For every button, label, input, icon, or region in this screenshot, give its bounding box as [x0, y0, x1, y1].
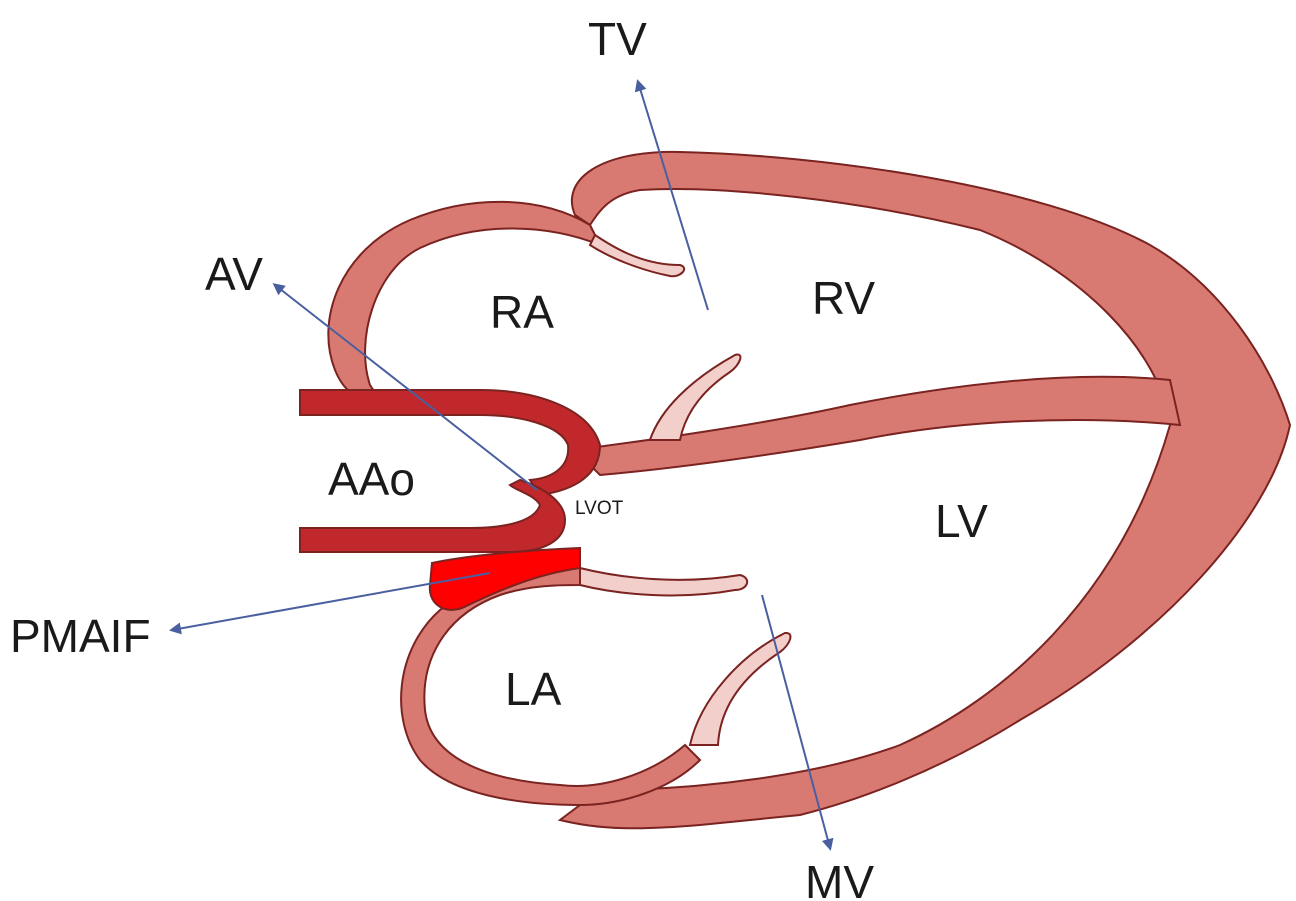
label-pmaif: PMAIF [10, 610, 151, 662]
label-aao: AAo [328, 453, 415, 505]
ra-wall [328, 202, 600, 400]
label-ra: RA [490, 286, 554, 338]
mitral-leaflet-posterior [690, 633, 790, 745]
label-lvot: LVOT [575, 498, 624, 519]
label-tv: TV [588, 13, 647, 65]
label-la: LA [505, 663, 562, 715]
outer-heart-wall [560, 152, 1290, 828]
label-mv: MV [805, 856, 874, 901]
mitral-leaflet-anterior [580, 568, 747, 595]
label-av: AV [205, 248, 263, 300]
tricuspid-leaflet-upper [590, 235, 684, 276]
label-rv: RV [812, 272, 875, 324]
label-lv: LV [935, 495, 988, 547]
